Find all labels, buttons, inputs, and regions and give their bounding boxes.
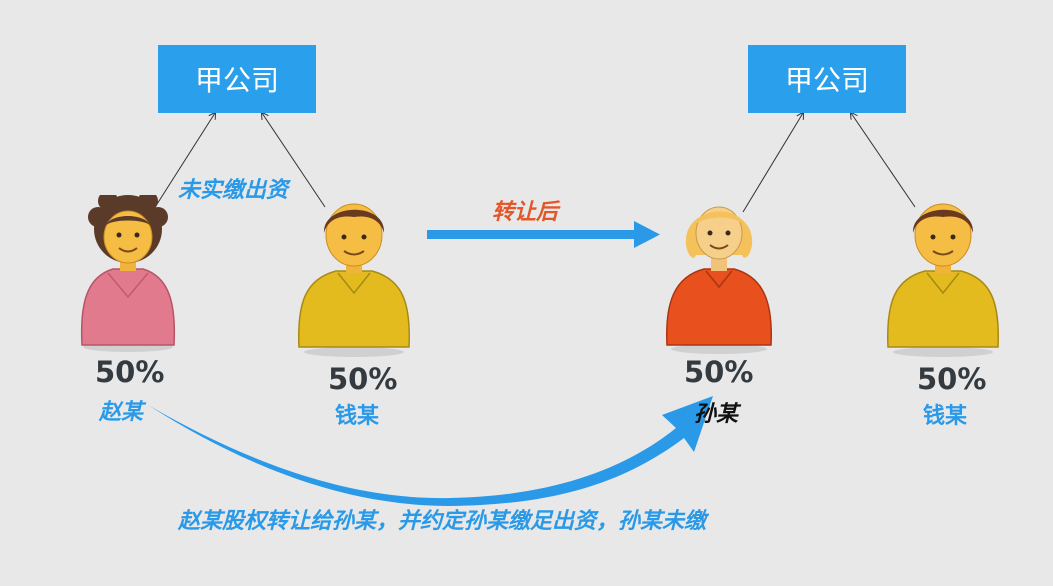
unpaid-capital-label: 未实缴出资 [178,178,289,203]
link-qian-company-left [262,113,326,208]
link-zhao-company [151,113,215,213]
zhao-name: 赵某 [99,400,144,425]
curved-transfer-arrow [148,396,713,506]
link-sun-company [742,113,803,213]
sun-name: 孙某 [694,402,739,427]
qian-percent-left: 50% [328,362,398,396]
company-box-right: 甲公司 [748,45,906,113]
man-icon [297,203,411,357]
zhao-percent: 50% [95,355,165,389]
qian-percent-right: 50% [917,362,987,396]
after-transfer-label: 转让后 [492,200,559,225]
sun-percent: 50% [684,355,754,389]
qian-name-left: 钱某 [335,404,380,429]
qian-name-right: 钱某 [923,404,968,429]
blonde-woman-icon [665,206,773,354]
transfer-arrow [427,221,660,248]
man-icon [886,203,1000,357]
woman-icon [80,195,176,352]
link-qian-company-right [851,113,916,208]
transfer-description: 赵某股权转让给孙某，并约定孙某缴足出资，孙某未缴 [178,509,707,534]
company-box-left: 甲公司 [158,45,316,113]
